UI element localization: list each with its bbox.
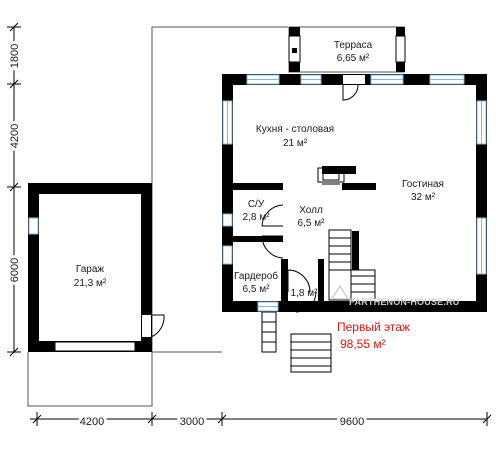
bathroom-name: С/У — [248, 199, 265, 210]
living-name: Гостиная — [402, 179, 444, 190]
terrace-area: 6,65 м² — [337, 53, 370, 64]
stove-icon — [317, 167, 345, 185]
left-dimension-labels: 1800 4200 6000 — [6, 41, 24, 285]
bathroom-area: 2,8 м² — [243, 212, 271, 223]
garage-openings — [28, 217, 165, 352]
dim-bottom-house: 9600 — [340, 416, 364, 428]
room-labels: Терраса 6,65 м² Кухня - столовая 21 м² Г… — [74, 40, 444, 299]
left-dimension-line — [7, 22, 21, 357]
bottom-dimension-line — [30, 412, 492, 426]
dim-left-kitchen: 4200 — [9, 124, 21, 148]
watermark-text: PARTHENON-HOUSE.RU — [349, 297, 459, 307]
logo-icon — [330, 284, 350, 300]
floor-title-text: Первый этаж — [337, 320, 410, 334]
dim-left-terrace: 1800 — [9, 44, 21, 68]
dim-bottom-middle: 3000 — [180, 416, 204, 428]
dim-bottom-garage: 4200 — [80, 416, 104, 428]
kitchen-area: 21 м² — [283, 138, 308, 149]
wardrobe-name: Гардероб — [234, 270, 278, 282]
living-area: 32 м² — [411, 192, 436, 203]
kitchen-name: Кухня - столовая — [256, 124, 334, 135]
wardrobe-area: 6,5 м² — [243, 284, 271, 295]
doors — [261, 75, 365, 313]
hall-name: Холл — [299, 205, 323, 216]
terrace — [288, 26, 406, 73]
watermark: PARTHENON-HOUSE.RU — [330, 284, 459, 307]
small-room-area: 1,8 м² — [291, 288, 319, 299]
floor-total-area: 98,55 м² — [340, 337, 386, 351]
dim-left-garage: 6000 — [9, 258, 21, 282]
hall-area: 6,5 м² — [298, 218, 326, 229]
bottom-dimension-labels: 4200 3000 9600 — [77, 413, 367, 431]
entrance-steps — [261, 311, 332, 373]
bathroom-fixtures — [236, 186, 266, 189]
floor-title: Первый этаж 98,55 м² — [337, 320, 410, 351]
window-lines — [227, 79, 482, 307]
garage-area: 21,3 м² — [74, 278, 107, 289]
terrace-name: Терраса — [334, 40, 373, 51]
stairs-icon — [328, 229, 376, 301]
garage-name: Гараж — [76, 264, 105, 275]
